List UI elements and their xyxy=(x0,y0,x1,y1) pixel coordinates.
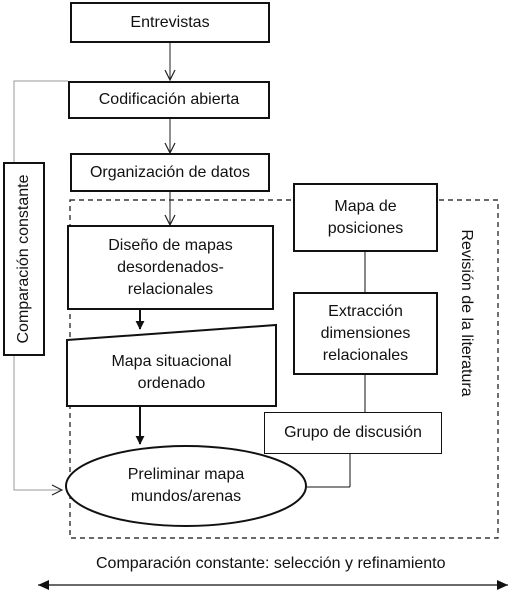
node-mapa-posiciones: Mapa de posiciones xyxy=(293,183,438,252)
side-label-revision-literatura: Revisión de la literatura xyxy=(458,229,475,397)
bottom-caption: Comparación constante: selección y refin… xyxy=(96,555,446,572)
node-extraccion-dimensiones: Extracción dimensiones relacionales xyxy=(293,292,438,375)
node-grupo-discusion: Grupo de discusión xyxy=(264,412,442,454)
node-mapa-situacional-label: Mapa situacional ordenado xyxy=(111,353,232,392)
feedback-bottom-line xyxy=(13,356,62,490)
node-codificacion-abierta: Codificación abierta xyxy=(68,81,270,119)
feedback-top-line xyxy=(13,80,68,162)
side-box-comparacion xyxy=(3,162,45,356)
node-organizacion-datos: Organización de datos xyxy=(70,153,270,192)
side-label-comparacion-constante: Comparación constante xyxy=(15,174,32,344)
mapa-situacional-shape xyxy=(66,323,277,407)
preliminar-ellipse xyxy=(65,445,307,527)
node-preliminar-label: Preliminar mapa mundos/arenas xyxy=(127,466,245,505)
node-diseno-mapas: Diseño de mapas desordenados- relacional… xyxy=(67,225,274,310)
node-entrevistas: Entrevistas xyxy=(70,2,270,43)
